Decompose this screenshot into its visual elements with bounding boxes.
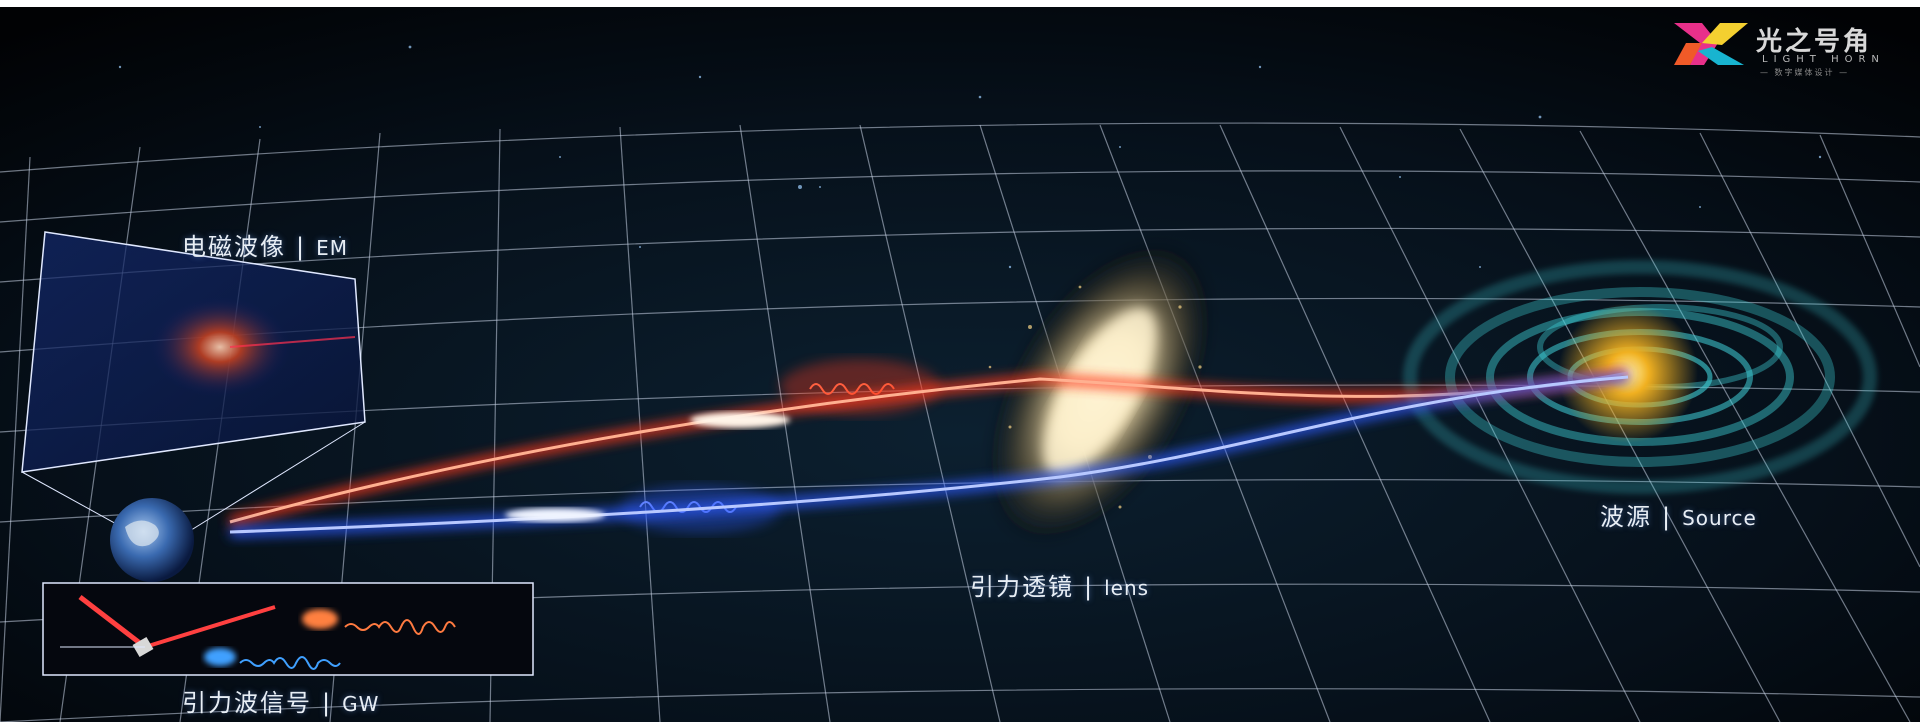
logo-name-en: LIGHT HORN: [1762, 54, 1885, 65]
label-em-sep: |: [296, 233, 307, 261]
label-lens-sep: |: [1084, 573, 1095, 601]
label-source: 波源 | Source: [1600, 497, 1757, 532]
label-source-en: Source: [1682, 506, 1757, 530]
label-lens-zh: 引力透镜: [970, 573, 1074, 601]
label-lens-en: lens: [1104, 576, 1150, 600]
scene-artwork: [0, 7, 1920, 722]
light-horn-logo: 光之号角 LIGHT HORN — 数字媒体设计 —: [1672, 21, 1912, 77]
logo-mark-icon: [1674, 23, 1748, 65]
starfield: [118, 45, 1822, 269]
label-gw-en: GW: [342, 692, 380, 716]
label-lens: 引力透镜 | lens: [970, 567, 1149, 602]
lens-galaxy: [984, 238, 1216, 546]
em-image-panel: [21, 231, 366, 538]
logo-tagline: — 数字媒体设计 —: [1760, 68, 1850, 77]
gw-signal-panel: [42, 582, 534, 676]
label-source-zh: 波源: [1600, 503, 1652, 531]
space-scene: 电磁波像 | EM 引力波信号 | GW 引力透镜 | lens 波源 | Source 光之号…: [0, 7, 1920, 722]
label-gw: 引力波信号 | GW: [182, 683, 379, 718]
label-gw-zh: 引力波信号: [182, 689, 312, 717]
label-em-en: EM: [316, 236, 348, 260]
label-gw-sep: |: [322, 689, 333, 717]
label-em-zh: 电磁波像: [182, 233, 286, 261]
label-source-sep: |: [1662, 503, 1673, 531]
em-beam: [229, 371, 1629, 524]
label-em: 电磁波像 | EM: [182, 227, 348, 262]
gw-beam: [229, 375, 1629, 534]
logo-name-zh: 光之号角: [1756, 27, 1873, 57]
